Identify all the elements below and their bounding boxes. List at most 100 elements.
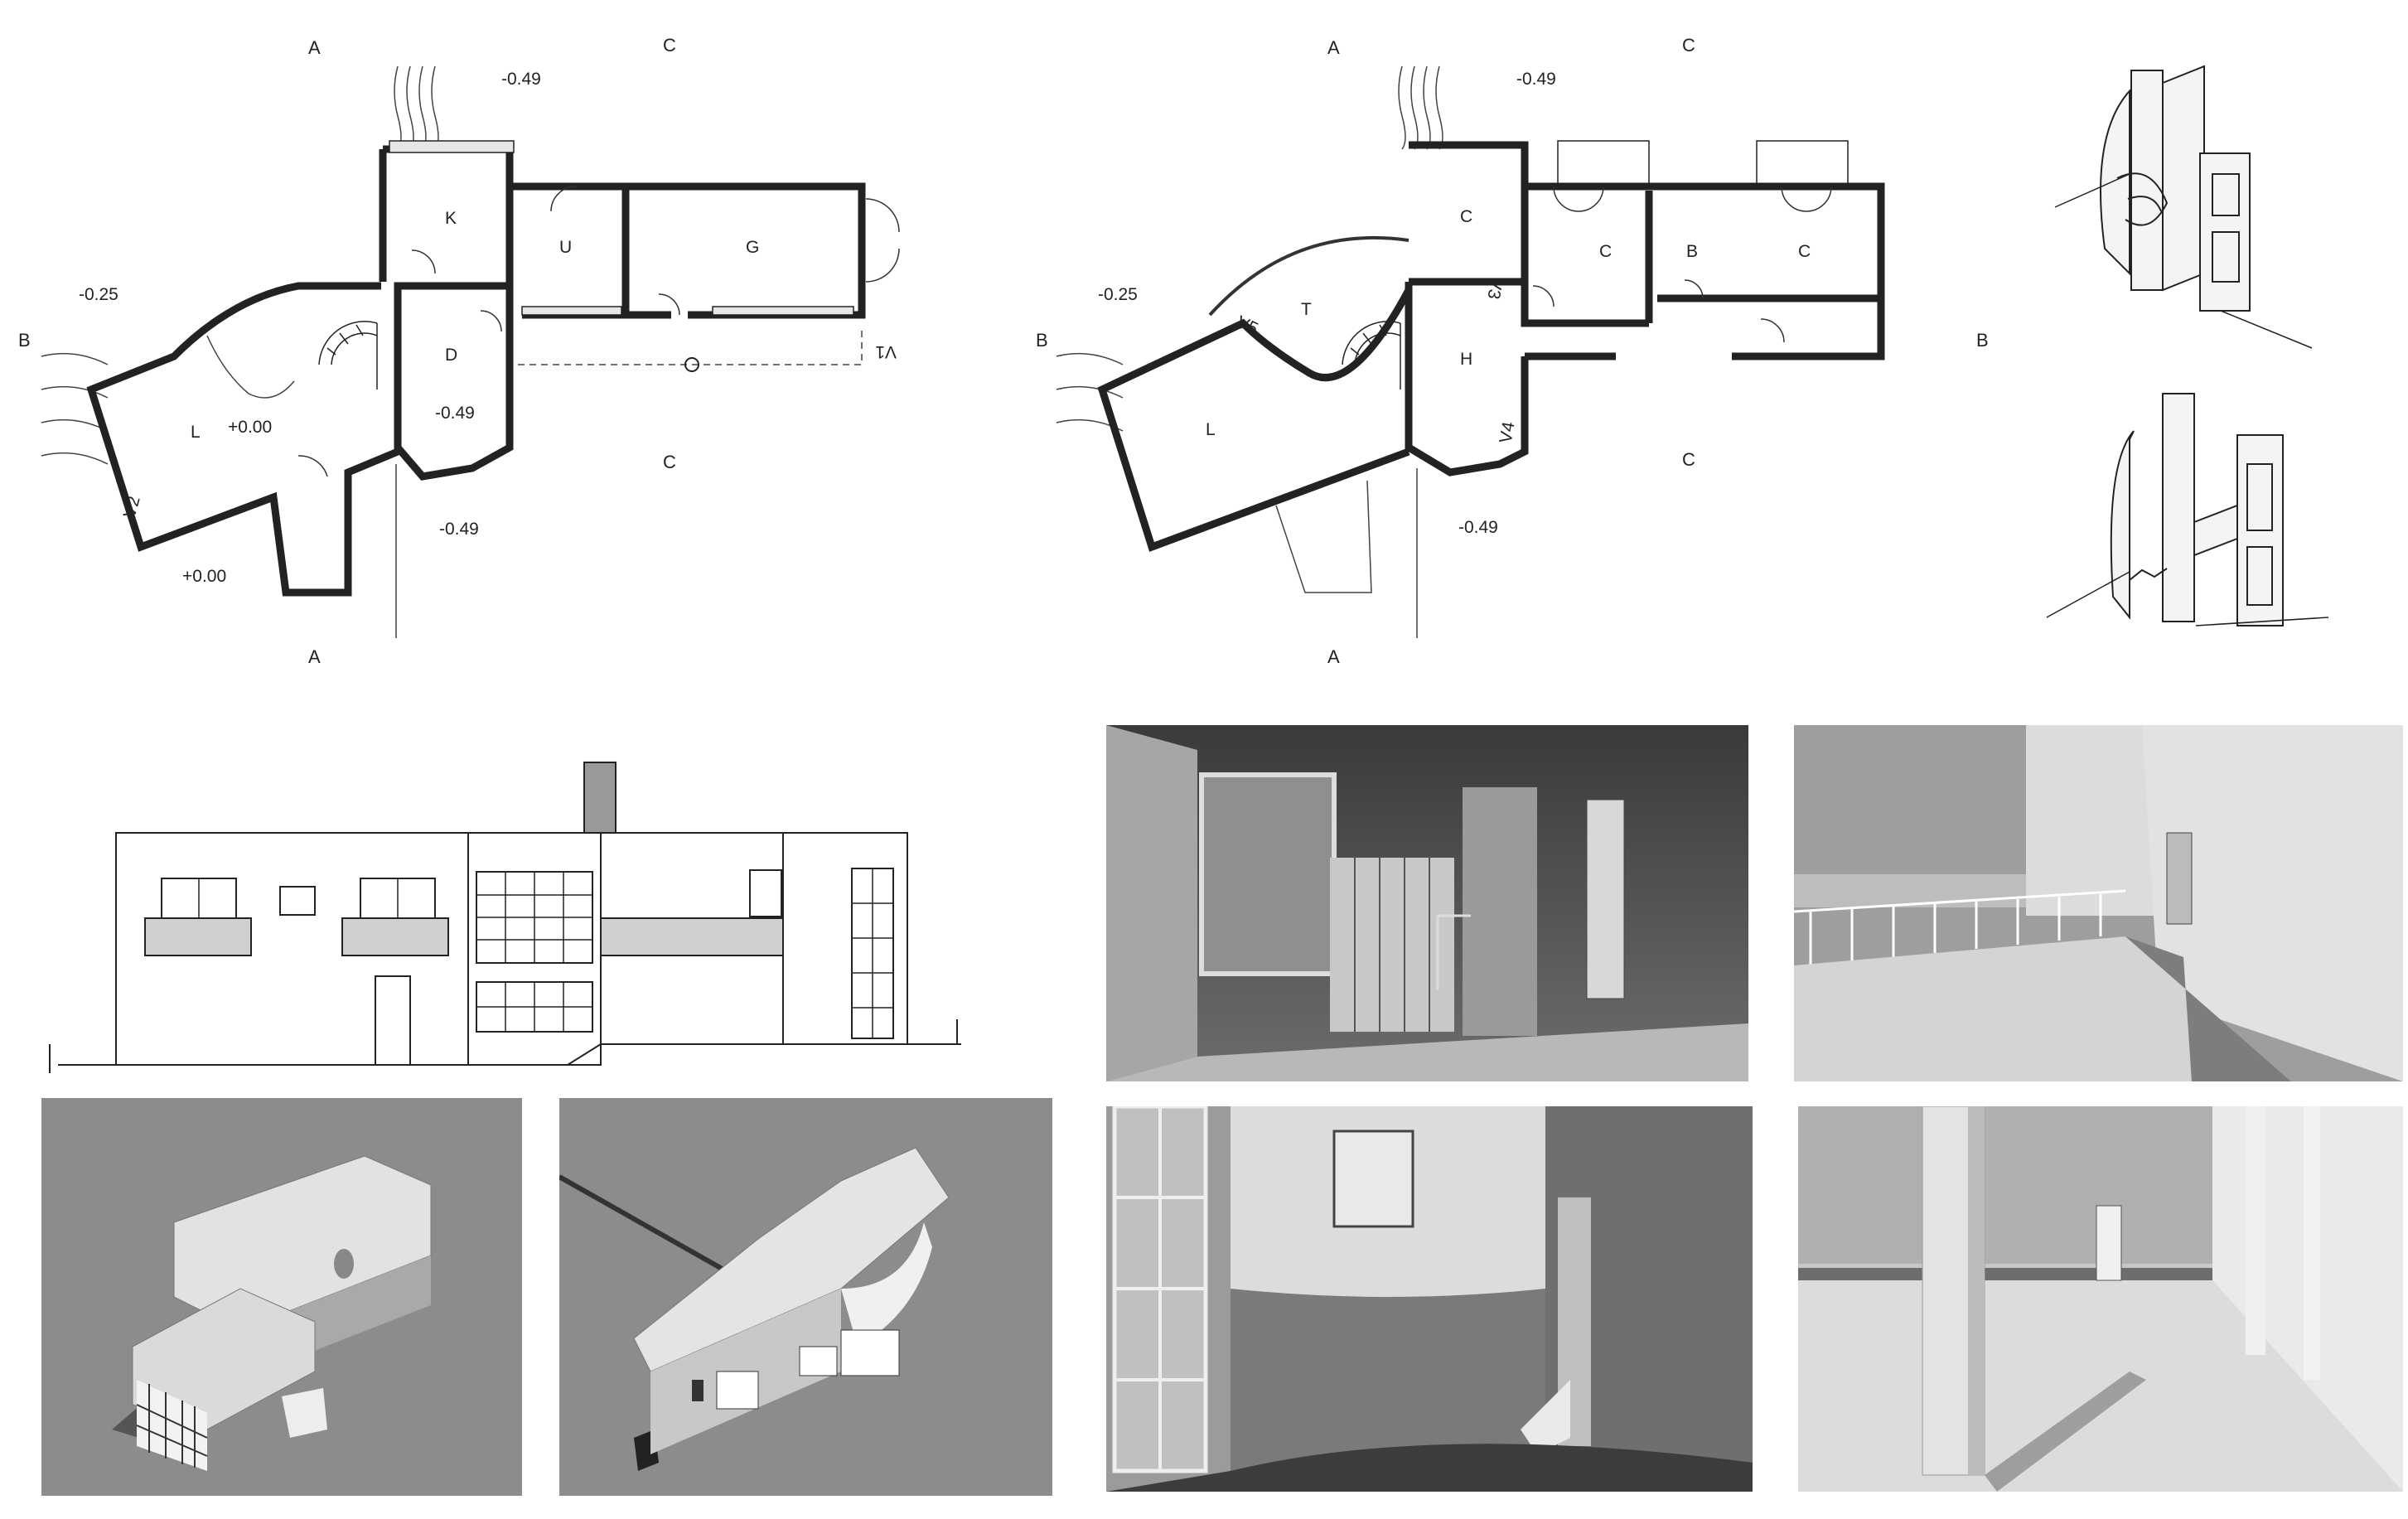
terrace-railing: [600, 917, 784, 956]
level-label: -0.49: [439, 520, 479, 539]
column: [2246, 1106, 2265, 1355]
section-mark-c-top: C: [1682, 35, 1695, 56]
balcony-outline: [1275, 480, 1372, 593]
bays: [1557, 140, 1849, 187]
window-garage: [712, 306, 854, 316]
upper-floor-plan: A A C C B B -0.49 -0.25 -0.49 C C B C T …: [1036, 35, 1989, 667]
room-label-h: H: [1460, 350, 1472, 369]
level-label: -0.25: [79, 285, 118, 304]
section-mark-c-bottom: C: [1682, 449, 1695, 470]
window-top: [389, 140, 515, 153]
spiral-steps-bottom: [2129, 568, 2168, 581]
room-label-c: C: [1798, 242, 1811, 261]
roof-main: [633, 1147, 950, 1372]
view-label-v4: V4: [1496, 420, 1518, 445]
door-window-top: [2212, 173, 2240, 216]
slab-top: [2162, 65, 2205, 292]
landing-bottom: [2193, 504, 2238, 557]
spiral-stair: [318, 321, 378, 389]
section-mark-b-right: B: [1976, 330, 1989, 351]
wall-left: [1106, 725, 1197, 1081]
room-label-l: L: [1206, 420, 1216, 439]
gallery-window: [1332, 1130, 1414, 1228]
level-label: -0.49: [1516, 70, 1556, 89]
door-window-top: [2212, 231, 2240, 283]
interior-render-1: [1106, 725, 1748, 1081]
room-label-u: U: [559, 238, 572, 257]
elevation-volume-end: [783, 832, 908, 1045]
glazed-wall: [1330, 858, 1454, 1032]
level-label: -0.49: [1458, 518, 1498, 537]
interior-render-4: [1798, 1106, 2403, 1492]
section-mark-b-left: B: [1036, 330, 1048, 351]
terrain-lines: [41, 65, 439, 465]
room-label-g: G: [746, 238, 759, 257]
balcony: [799, 1346, 838, 1376]
balcony: [716, 1371, 759, 1410]
south-elevation: [49, 762, 961, 1073]
section-mark-a-bottom: A: [308, 646, 321, 667]
column: [2304, 1106, 2320, 1380]
level-label: +0.00: [182, 567, 226, 586]
section-mark-a-top: A: [1327, 37, 1340, 58]
column: [1463, 787, 1537, 1036]
door-window-bottom: [2246, 546, 2273, 606]
view-label-v3: V3: [1483, 276, 1506, 300]
aerial-render-2: [559, 1098, 1052, 1496]
room-label-k: K: [445, 209, 457, 228]
section-mark-a-bottom: A: [1327, 646, 1340, 667]
level-label: -0.25: [1098, 285, 1138, 304]
column: [684, 357, 699, 372]
section-mark-c-top: C: [663, 35, 676, 56]
level-label: -0.49: [435, 404, 475, 423]
floor: [1106, 1023, 1748, 1081]
level-label: +0.00: [228, 418, 272, 437]
window-grid: [840, 1329, 900, 1376]
balcony-railing: [341, 917, 449, 956]
window-u: [521, 306, 622, 316]
section-mark-b: B: [18, 330, 31, 351]
terrain-lines: [1056, 65, 1443, 432]
entrance-block: [282, 1388, 327, 1438]
shadow: [1985, 1371, 2146, 1492]
view-label-v1: V1: [875, 342, 897, 361]
shadow: [2125, 936, 2291, 1081]
roof-wing: [132, 1288, 316, 1430]
ground-floor-plan: A A C C B -0.49 -0.25 +0.00 +0.00 -0.49 …: [18, 35, 900, 667]
section-mark-c-bottom: C: [663, 452, 676, 472]
room-label-d: D: [445, 346, 457, 365]
window-left: [1199, 772, 1337, 976]
pillar-bottom: [2162, 393, 2195, 622]
pillar-top: [2130, 70, 2164, 291]
room-label-t: T: [1301, 300, 1312, 319]
curved-terrace: [841, 1222, 932, 1347]
room-label-l: L: [191, 423, 201, 442]
round-window: [334, 1249, 354, 1279]
curved-wall-bottom: [2110, 430, 2135, 620]
section-mark-a-top: A: [308, 37, 321, 58]
window-far: [2096, 1205, 2122, 1281]
door-swings: [1532, 186, 1832, 343]
curved-terrace-edge: [1208, 235, 1410, 317]
interior-render-3: [1106, 1106, 1753, 1492]
level-label: -0.49: [501, 70, 541, 89]
spiral-steps-top: [2116, 172, 2169, 226]
window-right: [749, 869, 782, 917]
interior-render-2: [1794, 725, 2403, 1081]
horizon: [1798, 1268, 2212, 1280]
room-label-c: C: [1460, 207, 1472, 226]
chimney: [583, 762, 617, 834]
stair-axonometric-sketches: [2046, 65, 2329, 626]
window: [2166, 832, 2193, 925]
room-label-c: C: [1599, 242, 1612, 261]
spiral-stair: [1342, 321, 1401, 389]
window-small: [279, 886, 316, 916]
room-label-b: B: [1686, 242, 1698, 261]
curved-boundary: [206, 335, 295, 399]
aerial-render-1: [41, 1098, 522, 1496]
balcony-railing: [144, 917, 252, 956]
entrance-door: [375, 975, 411, 1066]
curved-wall: [2142, 725, 2403, 1081]
door-window-bottom: [2246, 463, 2273, 531]
walls: [1097, 141, 1885, 552]
